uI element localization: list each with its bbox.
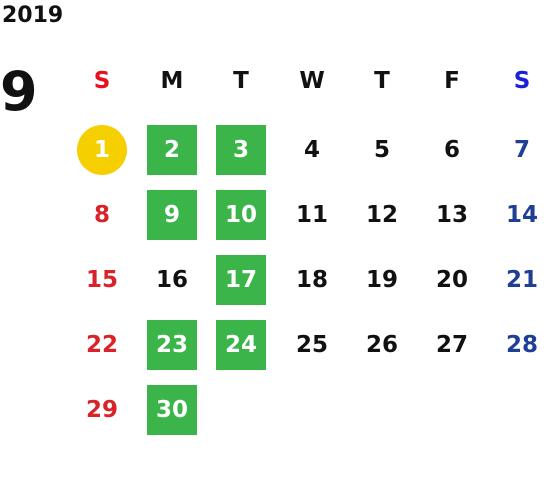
day-cell-highlighted[interactable]: 9 [147,190,197,240]
day-cell[interactable]: 7 [513,137,530,163]
weekday-label: S [513,68,531,94]
day-cell-highlighted[interactable]: 23 [147,320,197,370]
day-cell[interactable]: 8 [93,202,110,228]
day-cell[interactable]: 15 [85,267,118,293]
day-cell[interactable]: 22 [85,332,118,358]
day-cell-highlighted[interactable]: 24 [216,320,266,370]
day-cell-highlighted[interactable]: 17 [216,255,266,305]
day-cell[interactable]: 16 [155,267,188,293]
day-cell-today[interactable]: 1 [77,125,127,175]
weekday-label: S [93,68,111,94]
weekday-label: T [374,68,390,94]
day-cell[interactable]: 29 [85,397,118,423]
calendar-month: 9 [0,60,38,123]
day-cell[interactable]: 13 [435,202,468,228]
day-cell[interactable]: 18 [295,267,328,293]
day-cell[interactable]: 21 [505,267,538,293]
day-cell[interactable]: 12 [365,202,398,228]
day-cell[interactable]: 6 [443,137,460,163]
day-cell[interactable]: 4 [303,137,320,163]
weekday-label: M [160,68,184,94]
day-cell[interactable]: 28 [505,332,538,358]
day-cell-highlighted[interactable]: 10 [216,190,266,240]
day-cell-highlighted[interactable]: 30 [147,385,197,435]
day-cell[interactable]: 19 [365,267,398,293]
weekday-label: F [444,68,460,94]
day-cell[interactable]: 27 [435,332,468,358]
day-cell[interactable]: 5 [373,137,390,163]
weekday-label: W [299,68,325,94]
day-cell-highlighted[interactable]: 2 [147,125,197,175]
day-cell[interactable]: 25 [295,332,328,358]
calendar-year: 2019 [2,3,64,28]
day-cell[interactable]: 26 [365,332,398,358]
day-cell[interactable]: 11 [295,202,328,228]
weekday-label: T [233,68,249,94]
day-cell-highlighted[interactable]: 3 [216,125,266,175]
day-cell[interactable]: 20 [435,267,468,293]
day-cell[interactable]: 14 [505,202,538,228]
